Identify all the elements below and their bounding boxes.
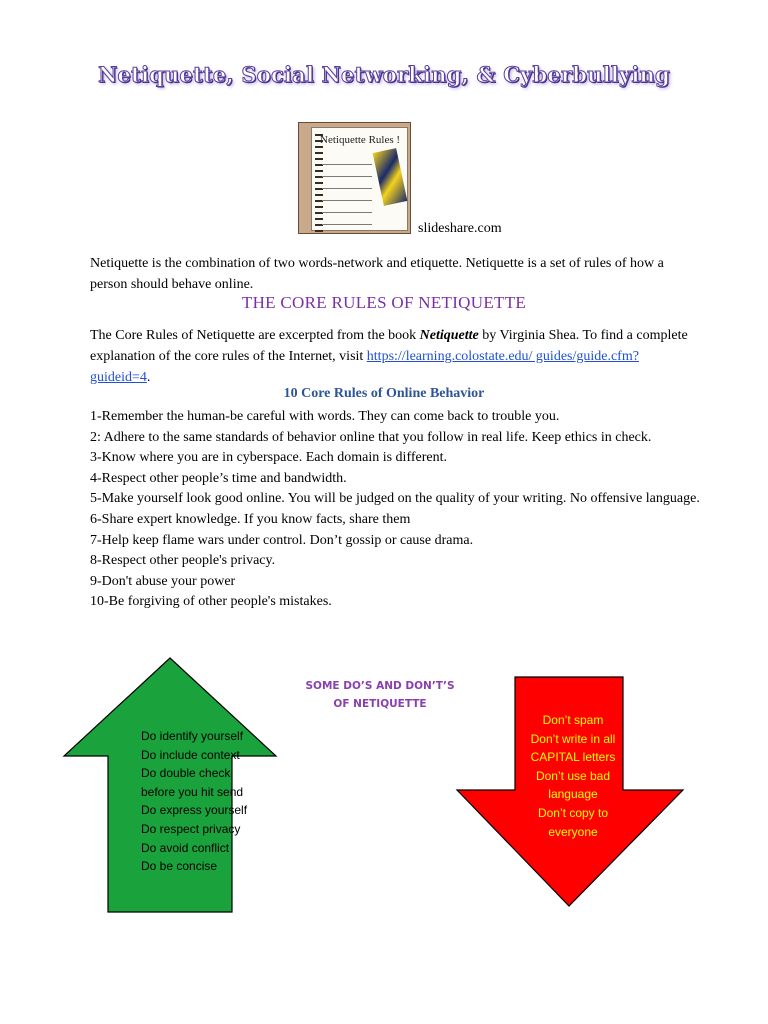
down-arrow-polygon bbox=[455, 676, 685, 907]
dont-item: Don’t copy to bbox=[537, 805, 609, 820]
do-item: Do include context bbox=[141, 747, 240, 762]
intro-paragraph: Netiquette is the combination of two wor… bbox=[90, 256, 664, 292]
do-item: Do respect privacy bbox=[141, 821, 241, 836]
rule-item: 10-Be forgiving of other people's mistak… bbox=[90, 594, 332, 610]
down-arrow-shape bbox=[455, 676, 685, 907]
core-text-before: The Core Rules of Netiquette are excerpt… bbox=[90, 328, 420, 343]
image-credit: slideshare.com bbox=[418, 221, 502, 236]
dos-donts-heading-line2: OF NETIQUETTE bbox=[333, 698, 427, 710]
thumbnail-title: Netiquette Rules ! bbox=[320, 134, 401, 146]
core-text-after: by Virginia Shea. To find a complete exp… bbox=[90, 328, 688, 364]
rule-item: 8-Respect other people's privacy. bbox=[90, 553, 276, 569]
do-item: Do express yourself bbox=[141, 803, 248, 818]
do-item: Do double check bbox=[141, 766, 231, 781]
book-graphic bbox=[372, 148, 408, 206]
guide-link[interactable]: https://learning.colostate.edu/ guides/g… bbox=[90, 349, 639, 385]
rule-item: 4-Respect other people’s time and bandwi… bbox=[90, 470, 347, 486]
rule-item: 6-Share expert knowledge. If you know fa… bbox=[90, 511, 411, 527]
do-item: Do identify yourself bbox=[141, 729, 244, 743]
thumbnail-text-lines bbox=[322, 156, 372, 226]
do-item: Do avoid conflict bbox=[141, 840, 230, 855]
page-title: Netiquette, Social Networking, & Cyberbu… bbox=[98, 62, 671, 88]
netiquette-rules-image: Netiquette Rules ! bbox=[298, 122, 411, 234]
spiral-binding bbox=[315, 134, 323, 234]
rule-item: 7-Help keep flame wars under control. Do… bbox=[90, 532, 474, 548]
rule-item: 1-Remember the human-be careful with wor… bbox=[90, 409, 560, 424]
core-text-end: . bbox=[146, 370, 151, 385]
up-arrow-polygon bbox=[62, 657, 278, 913]
dos-list: Do identify yourself Do include context … bbox=[141, 727, 247, 876]
rule-item: 9-Don't abuse your power bbox=[90, 573, 236, 589]
dont-item: language bbox=[548, 787, 598, 802]
rules-list: 1-Remember the human-be careful with wor… bbox=[90, 407, 700, 613]
rule-item: 3-Know where you are in cyberspace. Each… bbox=[90, 450, 447, 466]
book-title: Netiquette bbox=[419, 328, 479, 343]
dont-item: CAPITAL letters bbox=[530, 750, 616, 765]
notebook-page: Netiquette Rules ! bbox=[311, 127, 408, 234]
dos-donts-heading-line1: SOME DO’S AND DON’T’S bbox=[305, 680, 455, 692]
dont-item: Don’t use bad bbox=[535, 768, 611, 783]
core-rules-paragraph: The Core Rules of Netiquette are excerpt… bbox=[90, 325, 690, 388]
dont-item: everyone bbox=[548, 824, 598, 839]
rules-heading: 10 Core Rules of Online Behavior bbox=[283, 386, 485, 401]
dos-donts-heading: SOME DO’S AND DON’T’S OF NETIQUETTE bbox=[290, 677, 470, 713]
rule-item: 2: Adhere to the same standards of behav… bbox=[90, 429, 652, 445]
dont-item: Don’t write in all bbox=[530, 731, 616, 746]
dont-item: Don’t spam bbox=[542, 713, 604, 727]
core-rules-heading: THE CORE RULES OF NETIQUETTE bbox=[241, 293, 527, 312]
donts-list: Don’t spam Don’t write in all CAPITAL le… bbox=[515, 711, 631, 841]
do-item: Do be concise bbox=[141, 859, 218, 874]
up-arrow-shape bbox=[62, 657, 278, 913]
do-item: before you hit send bbox=[141, 784, 244, 799]
rule-item: 5-Make yourself look good online. You wi… bbox=[90, 491, 700, 507]
